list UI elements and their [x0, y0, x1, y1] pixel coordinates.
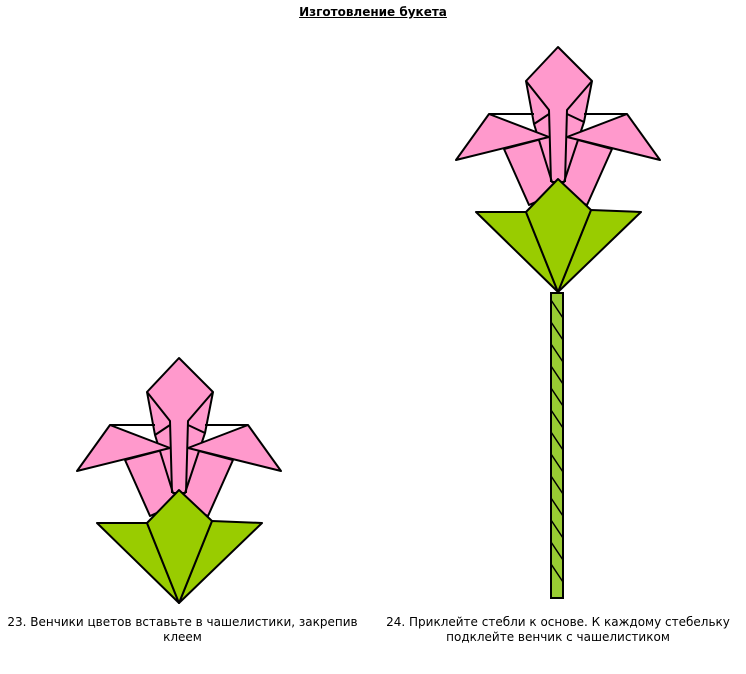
- step-24-caption: 24. Приклейте стебли к основе. К каждому…: [386, 615, 730, 644]
- flower-step-24: [455, 46, 661, 599]
- page-title: Изготовление букета: [299, 5, 447, 19]
- flower-step-23: [76, 357, 282, 604]
- stem-twist: [550, 299, 564, 583]
- step-23-caption: 23. Венчики цветов вставьте в чашелистик…: [7, 615, 358, 644]
